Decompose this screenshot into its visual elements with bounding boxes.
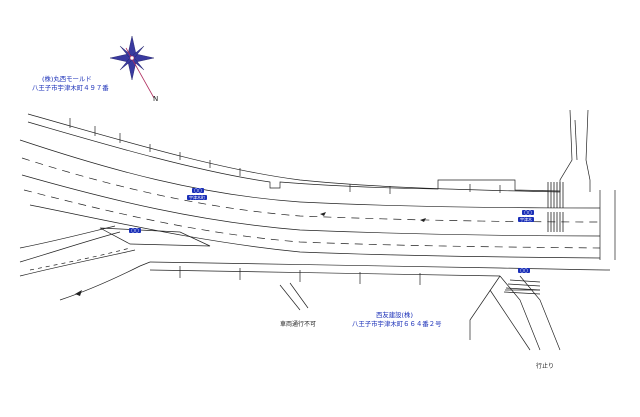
crosswalk-markings (503, 182, 564, 295)
road-lines (19, 109, 616, 351)
store-address-label: 八王子市宇津木町４９７番 (32, 84, 109, 92)
north-marker: N (153, 95, 158, 103)
compass-rose-icon: N (109, 35, 158, 103)
road-sign-left-lower: 宇津木町 (187, 195, 207, 200)
no-entry-label: 車両通行不可 (280, 321, 317, 328)
company-name-label: 西友建設(株) (376, 311, 413, 319)
road-sign-left-upper: 〇〇 (192, 188, 204, 193)
road-sign-right-upper: 〇〇 (522, 210, 534, 215)
lane-arrows (75, 212, 426, 296)
road-sign-bottom: 〇〇 (518, 268, 530, 273)
store-name-label: (株)丸西モールド (42, 75, 92, 83)
company-address-label: 八王子市宇津木町６６４番２号 (352, 320, 442, 328)
road-sign-right-lower: 宇津木 (518, 217, 534, 222)
road-sign-small: 〇〇 (129, 228, 141, 233)
dead-end-label: 行止り (536, 363, 555, 370)
